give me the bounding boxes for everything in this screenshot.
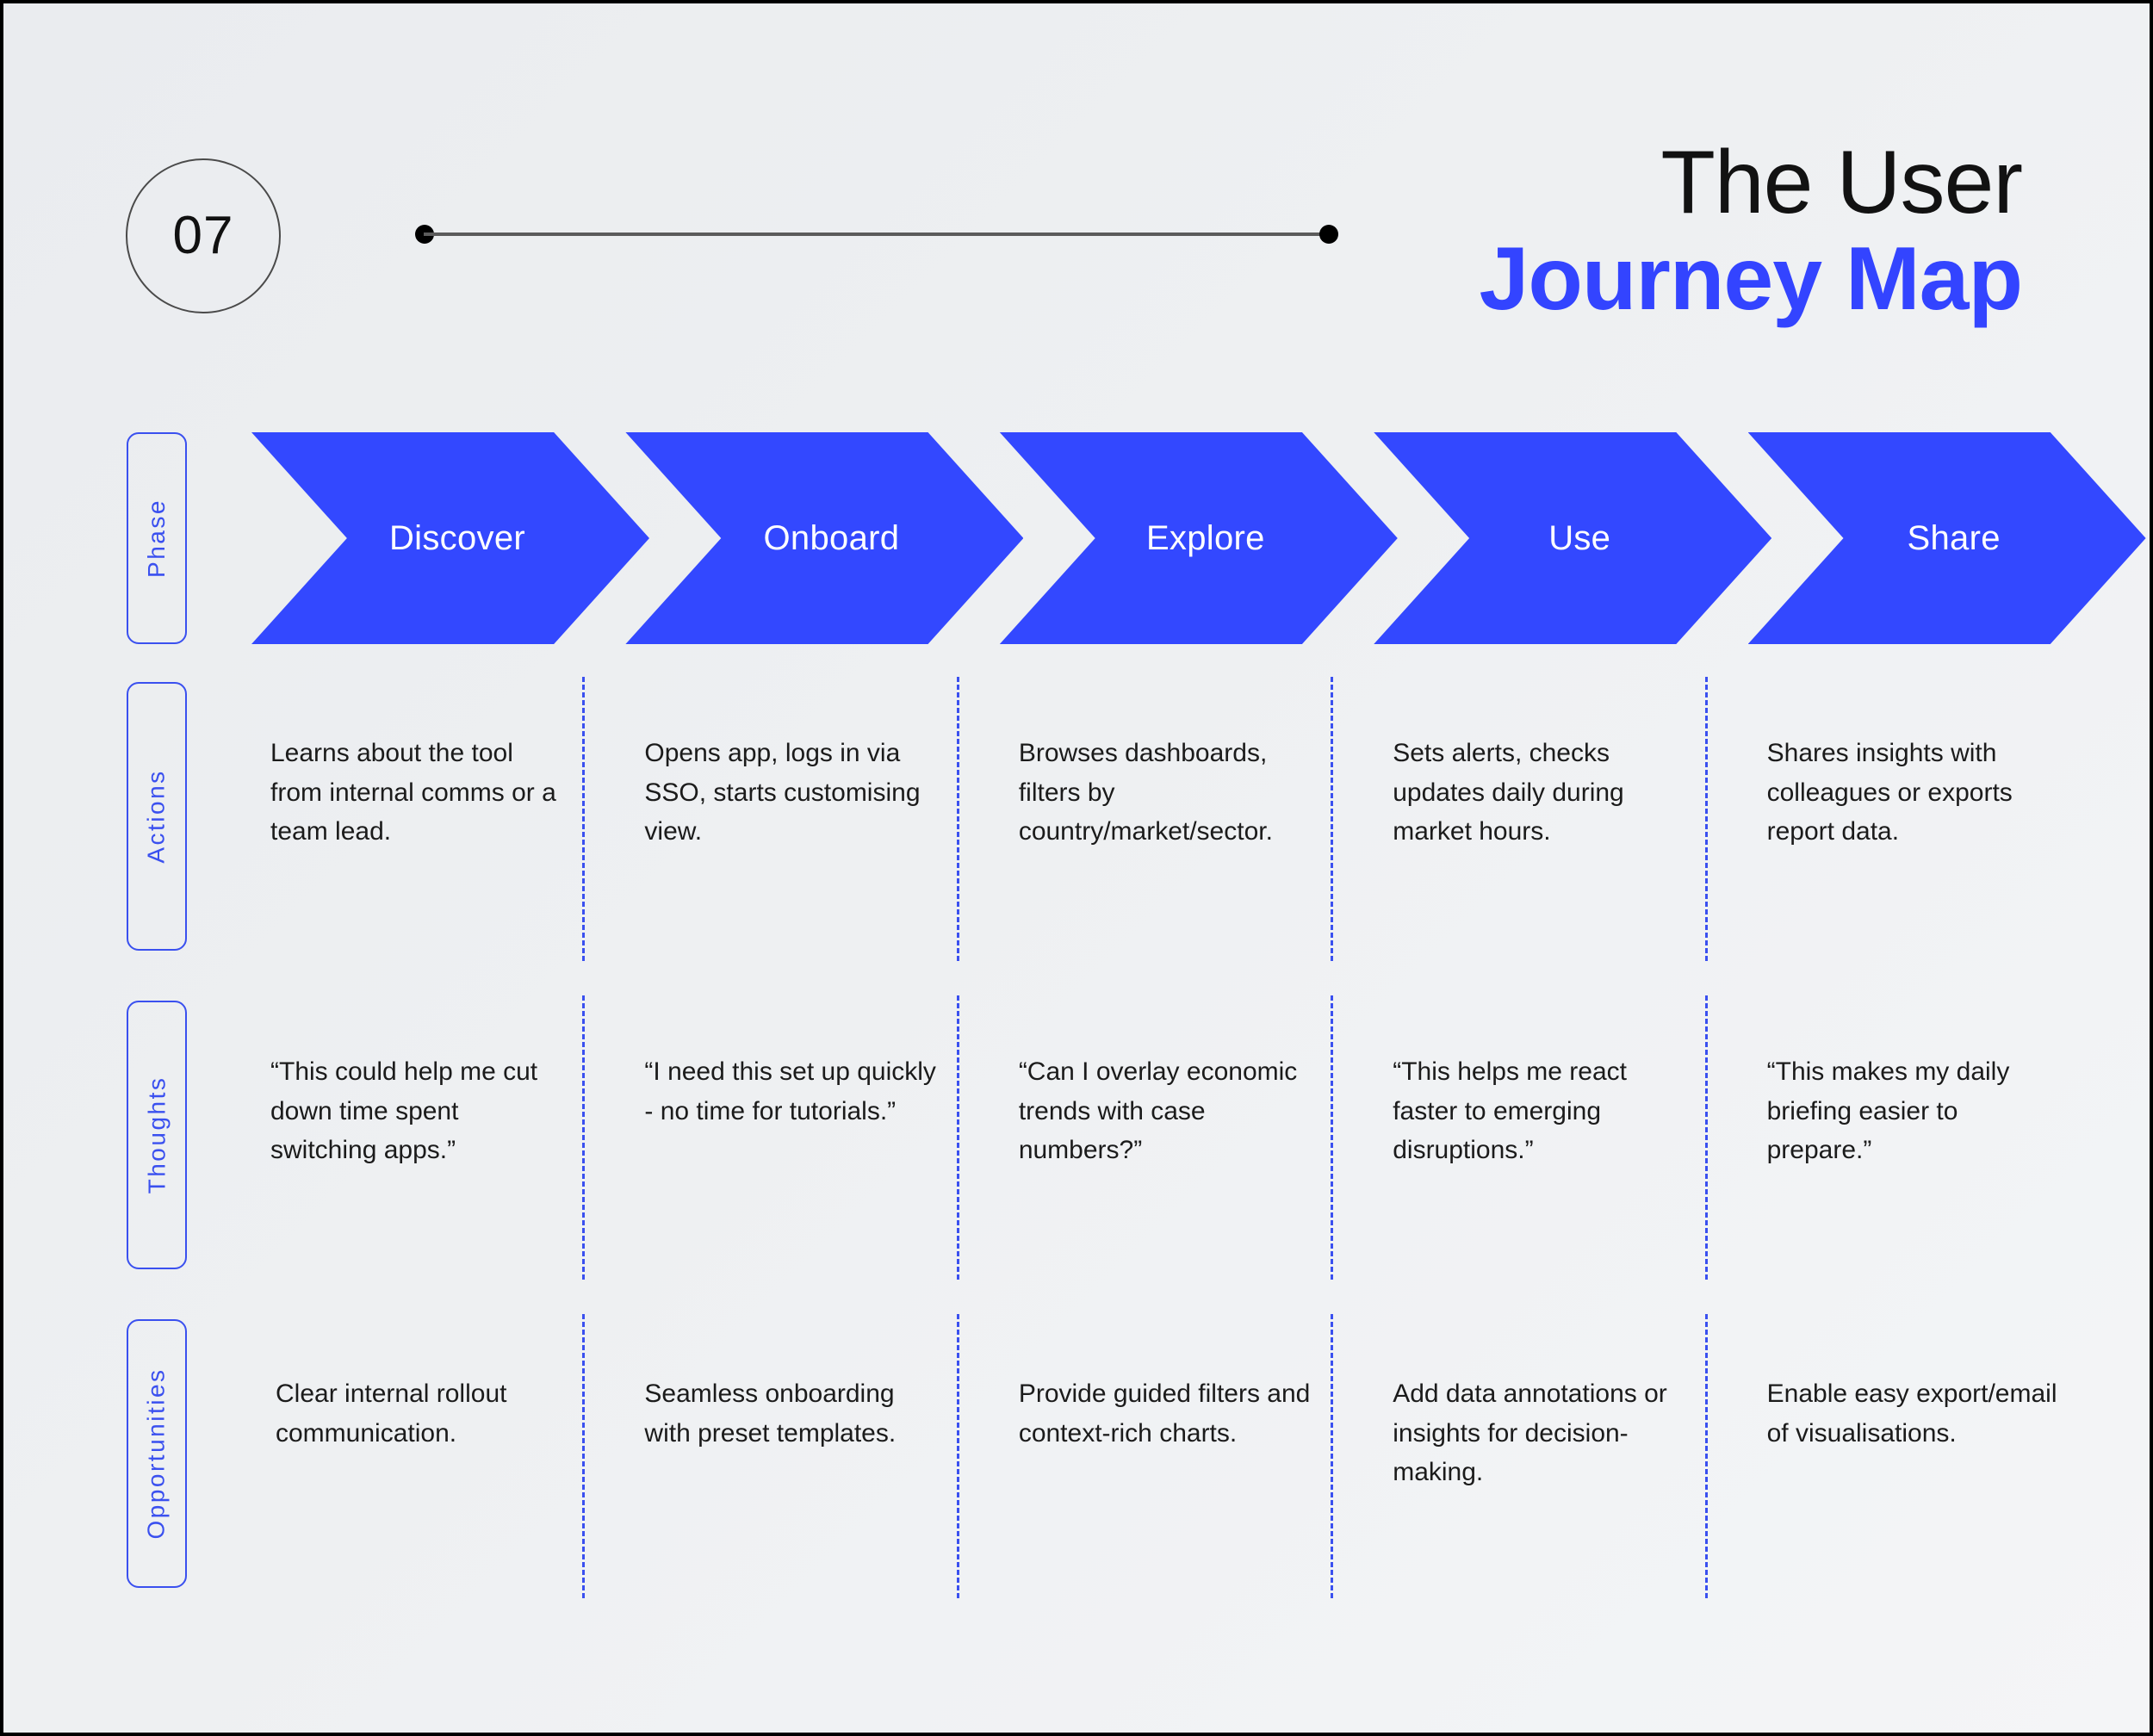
thoughts-cell-text: “This makes my daily briefing easier to …: [1766, 1057, 2010, 1165]
phase-columns: Discover Onboard Explore Use: [245, 417, 2146, 658]
step-number-badge: 07: [126, 158, 281, 313]
row-label-actions-text: Actions: [143, 769, 171, 864]
journey-grid: Phase Discover Onboard Explore: [3, 417, 2150, 1614]
thoughts-cell-text: “Can I overlay economic trends with case…: [1018, 1057, 1298, 1165]
phase-chevron-discover[interactable]: Discover: [251, 432, 649, 644]
row-label-phase: Phase: [127, 432, 187, 644]
phase-column: Onboard: [618, 417, 1024, 658]
thoughts-cell-text: “This helps me react faster to emerging …: [1393, 1057, 1627, 1165]
thoughts-cell-discover: “This could help me cut down time spent …: [245, 976, 618, 1295]
connector-dot-right-icon: [1319, 225, 1338, 244]
row-label-actions: Actions: [127, 682, 187, 951]
thoughts-cell-share: “This makes my daily briefing easier to …: [1704, 976, 2115, 1295]
actions-columns: Learns about the tool from internal comm…: [245, 658, 2115, 976]
thoughts-cell-text: “This could help me cut down time spent …: [270, 1057, 538, 1165]
opportunities-cell-share: Enable easy export/email of visualisatio…: [1704, 1295, 2115, 1614]
actions-cell-use: Sets alerts, checks updates daily during…: [1331, 658, 1740, 976]
phase-column: Explore: [993, 417, 1398, 658]
opportunities-cell-explore: Provide guided filters and context-rich …: [956, 1295, 1367, 1614]
phase-chevron-use[interactable]: Use: [1374, 432, 1772, 644]
phase-column: Discover: [245, 417, 649, 658]
phase-chevron-label: Discover: [389, 518, 525, 557]
row-label-opportunities-text: Opportunities: [143, 1367, 171, 1540]
actions-cell-explore: Browses dashboards, filters by country/m…: [956, 658, 1367, 976]
actions-cell-text: Browses dashboards, filters by country/m…: [1018, 739, 1273, 846]
row-thoughts: Thoughts “This could help me cut down ti…: [3, 976, 2150, 1295]
column-divider: [1704, 677, 1708, 961]
column-divider: [1331, 995, 1334, 1280]
phase-chevron-label: Onboard: [763, 518, 900, 557]
thoughts-cell-text: “I need this set up quickly - no time fo…: [644, 1057, 936, 1125]
column-divider: [1704, 1314, 1708, 1598]
column-divider: [1704, 995, 1708, 1280]
actions-cell-text: Shares insights with colleagues or expor…: [1766, 739, 2013, 846]
row-actions: Actions Learns about the tool from inter…: [3, 658, 2150, 976]
phase-column: Share: [1741, 417, 2146, 658]
opportunities-cell-text: Clear internal rollout communication.: [276, 1380, 507, 1448]
opportunities-cell-text: Seamless onboarding with preset template…: [644, 1380, 897, 1448]
phase-chevron-label: Explore: [1145, 518, 1265, 557]
actions-cell-onboard: Opens app, logs in via SSO, starts custo…: [582, 658, 992, 976]
column-divider: [582, 1314, 586, 1598]
column-divider: [956, 995, 959, 1280]
phase-chevron-label: Use: [1548, 518, 1611, 557]
column-divider: [1331, 1314, 1334, 1598]
column-divider: [956, 677, 959, 961]
actions-cell-text: Opens app, logs in via SSO, starts custo…: [644, 739, 921, 846]
actions-cell-text: Learns about the tool from internal comm…: [270, 739, 556, 846]
page-title-line-1: The User: [1660, 133, 2023, 232]
journey-map-poster: 07 The User Journey Map Phase Discover: [3, 3, 2150, 1733]
row-label-opportunities: Opportunities: [127, 1319, 187, 1588]
actions-cell-share: Shares insights with colleagues or expor…: [1704, 658, 2115, 976]
actions-cell-discover: Learns about the tool from internal comm…: [245, 658, 618, 976]
thoughts-columns: “This could help me cut down time spent …: [245, 976, 2115, 1295]
opportunities-cell-text: Provide guided filters and context-rich …: [1018, 1380, 1311, 1448]
page-title: The User Journey Map: [1479, 133, 2023, 330]
page-title-line-2: Journey Map: [1479, 229, 2023, 330]
row-label-phase-text: Phase: [143, 499, 170, 578]
column-divider: [1331, 677, 1334, 961]
thoughts-cell-explore: “Can I overlay economic trends with case…: [956, 976, 1367, 1295]
phase-chevron-label: Share: [1907, 518, 2001, 557]
opportunities-columns: Clear internal rollout communication. Se…: [245, 1295, 2115, 1614]
opportunities-cell-discover: Clear internal rollout communication.: [245, 1295, 618, 1614]
opportunities-cell-onboard: Seamless onboarding with preset template…: [582, 1295, 992, 1614]
phase-column: Use: [1367, 417, 1772, 658]
row-label-thoughts-text: Thoughts: [143, 1076, 170, 1194]
row-opportunities: Opportunities Clear internal rollout com…: [3, 1295, 2150, 1614]
header-connector-line: [415, 225, 1338, 244]
phase-chevron-share[interactable]: Share: [1747, 432, 2146, 644]
opportunities-cell-text: Add data annotations or insights for dec…: [1393, 1380, 1667, 1487]
column-divider: [956, 1314, 959, 1598]
thoughts-cell-onboard: “I need this set up quickly - no time fo…: [582, 976, 992, 1295]
thoughts-cell-use: “This helps me react faster to emerging …: [1331, 976, 1740, 1295]
actions-cell-text: Sets alerts, checks updates daily during…: [1393, 739, 1624, 846]
phase-chevron-onboard[interactable]: Onboard: [625, 432, 1024, 644]
phase-chevron-explore[interactable]: Explore: [999, 432, 1398, 644]
connector-bar: [424, 232, 1330, 236]
opportunities-cell-use: Add data annotations or insights for dec…: [1331, 1295, 1740, 1614]
row-phase: Phase Discover Onboard Explore: [3, 417, 2150, 658]
opportunities-cell-text: Enable easy export/email of visualisatio…: [1766, 1380, 2057, 1448]
column-divider: [582, 995, 586, 1280]
row-label-thoughts: Thoughts: [127, 1001, 187, 1269]
step-number-text: 07: [172, 206, 234, 265]
column-divider: [582, 677, 586, 961]
